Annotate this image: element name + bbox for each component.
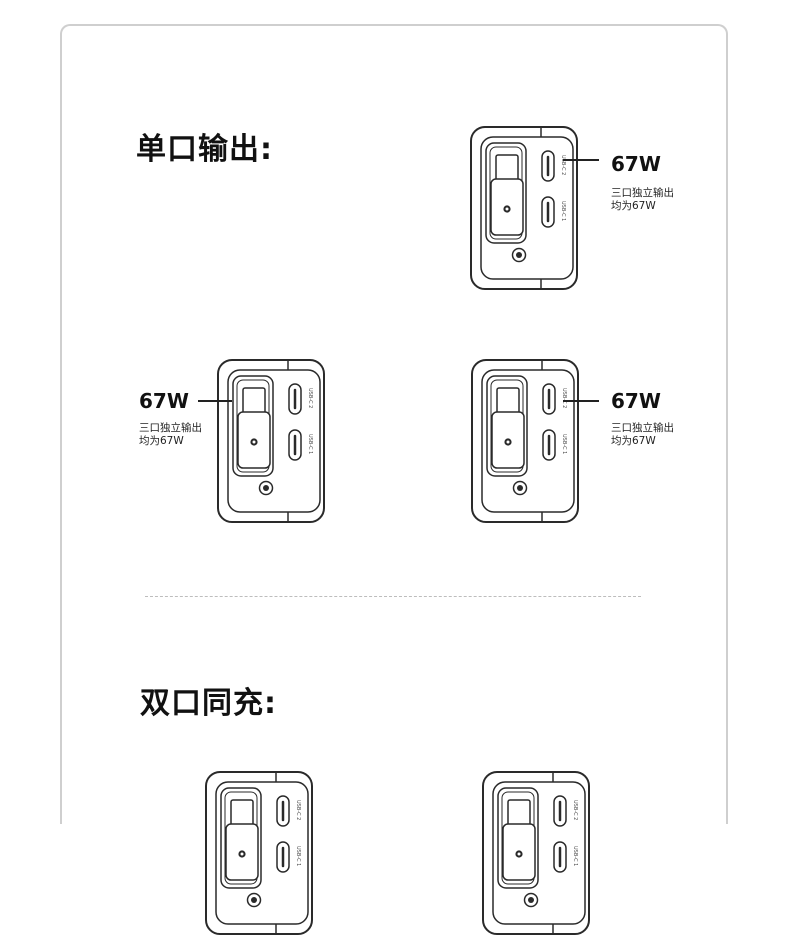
- charger-illustration-b: USB-C 2 USB-C 1: [216, 358, 326, 526]
- charger-svg: USB-C 2 USB-C 1: [482, 771, 590, 935]
- port-label-usb-c2: USB-C 2: [560, 155, 566, 175]
- charger-svg: USB-C 2 USB-C 1: [471, 359, 579, 523]
- port-label-usb-c2: USB-C 2: [572, 800, 578, 820]
- port-label-usb-c1: USB-C 1: [572, 846, 578, 866]
- output-note-line2-a: 均为67W: [611, 200, 656, 212]
- brand-logo-icon: [516, 252, 522, 258]
- output-note-line2-b: 均为67W: [139, 435, 184, 447]
- output-note-b: 三口独立输出 均为67W: [139, 422, 229, 448]
- charger-illustration-a: USB-C 2 USB-C 1: [469, 125, 579, 293]
- section-title-dual-charge: 双口同充:: [140, 686, 277, 721]
- section-title-single-port: 单口输出:: [136, 132, 273, 167]
- section-divider: [145, 596, 641, 597]
- brand-logo-icon: [263, 485, 269, 491]
- output-note-c: 三口独立输出 均为67W: [611, 422, 701, 448]
- port-label-usb-c1: USB-C 1: [307, 434, 313, 454]
- output-note-line1-a: 三口独立输出: [611, 187, 674, 199]
- brand-logo-icon: [251, 897, 257, 903]
- port-label-usb-c1: USB-C 1: [295, 846, 301, 866]
- charger-illustration-dual-right: USB-C 2 USB-C 1: [481, 770, 591, 938]
- port-label-usb-c1: USB-C 1: [561, 434, 567, 454]
- leader-line-c: [563, 400, 599, 402]
- port-label-usb-c1: USB-C 1: [560, 201, 566, 221]
- charger-svg: USB-C 2 USB-C 1: [470, 126, 578, 290]
- leader-line-a: [563, 159, 599, 161]
- output-note-line2-c: 均为67W: [611, 435, 656, 447]
- brand-logo-icon: [517, 485, 523, 491]
- charger-illustration-dual-left: USB-C 2 USB-C 1: [204, 770, 314, 938]
- wattage-label-a: 67W: [611, 152, 661, 176]
- wattage-label-c: 67W: [611, 389, 661, 413]
- output-note-a: 三口独立输出 均为67W: [611, 187, 701, 213]
- leader-line-b: [198, 400, 232, 402]
- port-label-usb-c2: USB-C 2: [295, 800, 301, 820]
- output-note-line1-c: 三口独立输出: [611, 422, 674, 434]
- content-card: [60, 24, 728, 824]
- brand-logo-icon: [528, 897, 534, 903]
- charger-illustration-c: USB-C 2 USB-C 1: [470, 358, 580, 526]
- charger-svg: USB-C 2 USB-C 1: [205, 771, 313, 935]
- port-label-usb-c2: USB-C 2: [561, 388, 567, 408]
- wattage-label-b: 67W: [139, 389, 189, 413]
- charger-svg: USB-C 2 USB-C 1: [217, 359, 325, 523]
- port-label-usb-c2: USB-C 2: [307, 388, 313, 408]
- output-note-line1-b: 三口独立输出: [139, 422, 202, 434]
